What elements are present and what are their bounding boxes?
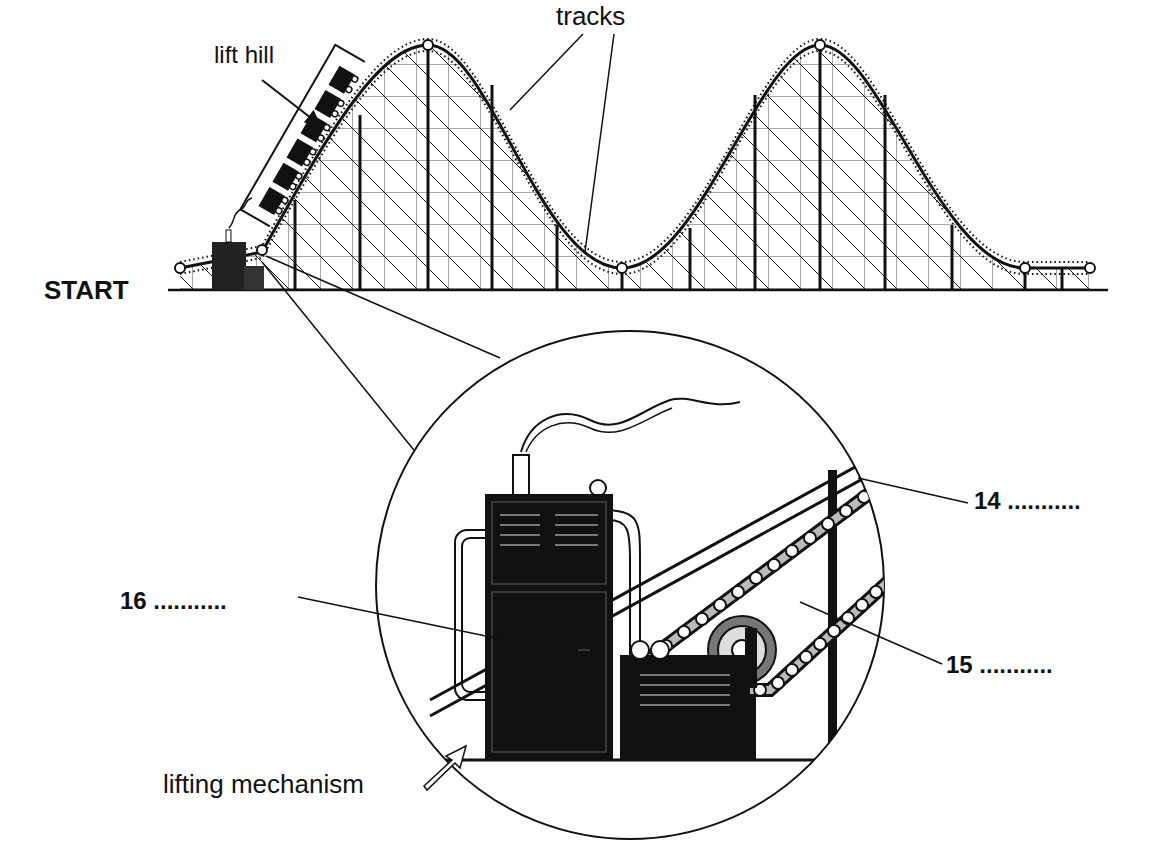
part-label: lifting mechanism bbox=[163, 770, 364, 799]
track-joints bbox=[175, 40, 1095, 273]
part-label: tracks bbox=[556, 2, 625, 31]
control-cabinet bbox=[485, 494, 613, 760]
lattice-structure bbox=[170, 30, 1110, 292]
start-label: START bbox=[44, 276, 129, 305]
motor-housing bbox=[620, 655, 750, 760]
coaster-track bbox=[180, 39, 1090, 274]
lifting-mechanism-detail bbox=[370, 399, 890, 760]
leader-lines bbox=[298, 34, 968, 664]
hollow-arrow bbox=[424, 746, 466, 790]
part-label: lift hill bbox=[214, 42, 274, 68]
lift-hill-train bbox=[240, 45, 367, 228]
zoom-circle bbox=[376, 331, 884, 839]
callout-number: 16 ........... bbox=[120, 588, 227, 614]
machine-small bbox=[212, 198, 264, 290]
callout-number: 15 ........... bbox=[946, 652, 1053, 678]
lift-hill-arrow bbox=[262, 80, 320, 125]
ground-line bbox=[168, 289, 1108, 292]
callout-number: 14 ........... bbox=[974, 488, 1081, 514]
support-posts bbox=[295, 45, 1062, 290]
